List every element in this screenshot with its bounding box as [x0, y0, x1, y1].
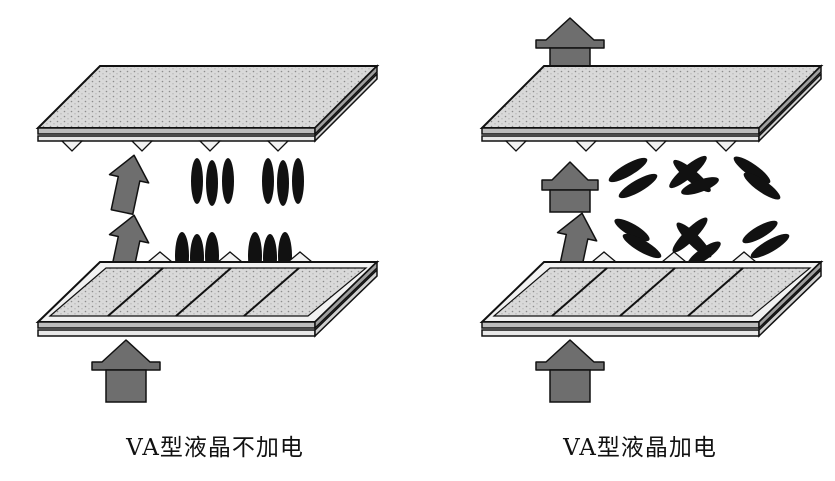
caption-off: VA型液晶不加电	[126, 435, 304, 461]
lc-molecules-upper	[608, 155, 781, 200]
panel-on	[479, 17, 824, 403]
bottom-glass-plate	[35, 251, 380, 338]
incoming-light-arrow	[91, 339, 161, 403]
incoming-light-arrow	[535, 339, 605, 403]
light-arrow-upper	[101, 150, 155, 217]
caption-on: VA型液晶加电	[563, 435, 717, 461]
top-glass-plate	[479, 64, 824, 152]
panel-off	[35, 64, 380, 403]
lc-molecules-lower	[614, 217, 790, 267]
lc-molecules-upper	[191, 158, 304, 206]
light-arrow-middle	[541, 161, 599, 213]
bottom-glass-plate	[479, 251, 824, 338]
top-glass-plate	[35, 64, 380, 152]
